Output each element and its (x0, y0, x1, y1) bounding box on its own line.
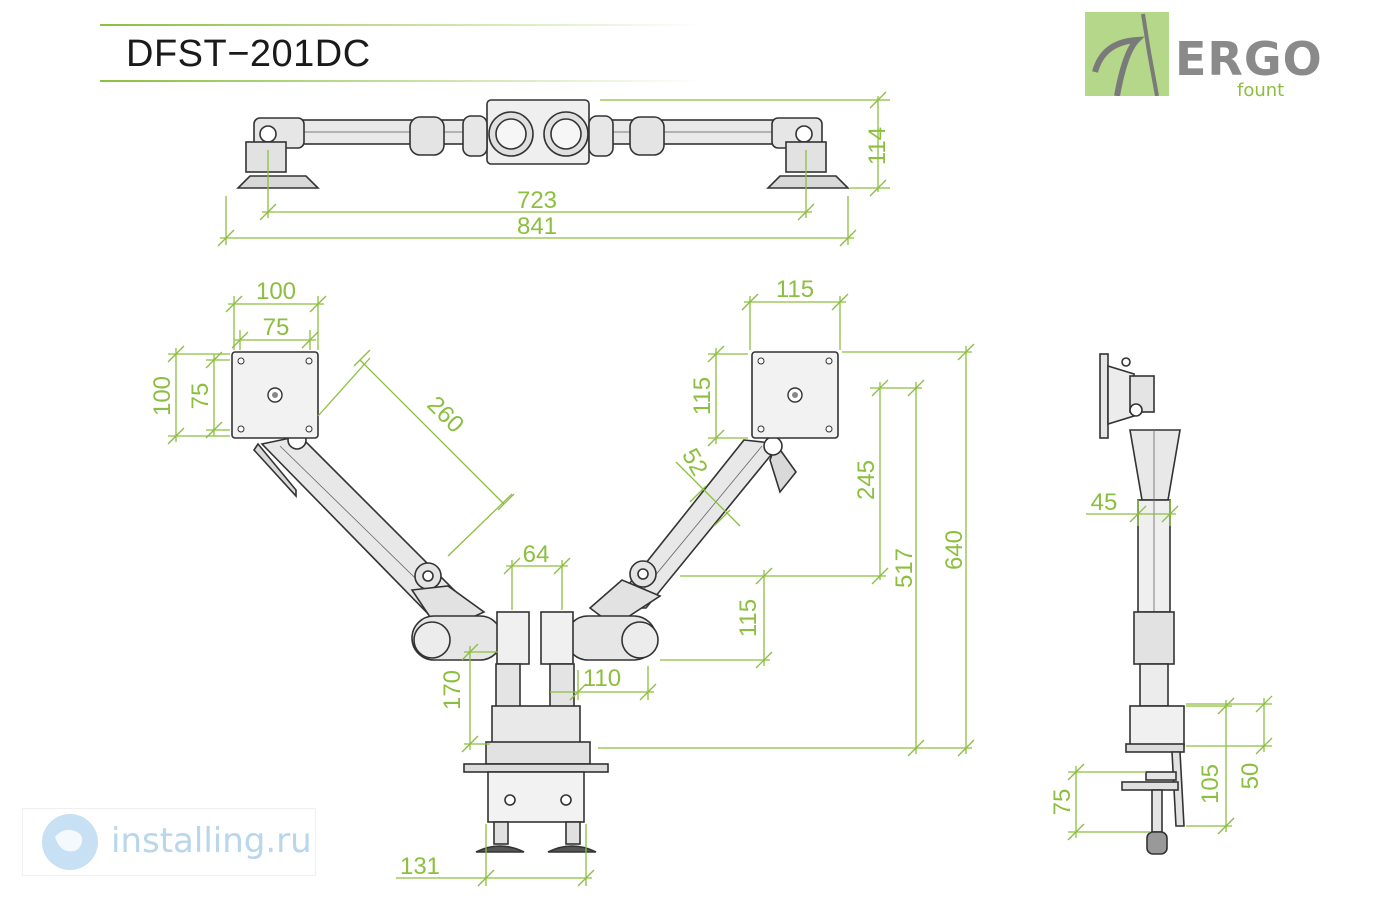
watermark-globe-icon (42, 814, 98, 870)
brand-logo: ERGO fount (1085, 10, 1322, 110)
dim-label-64: 64 (523, 541, 550, 568)
dim-label-517: 517 (891, 548, 918, 588)
dim-label-75-top: 75 (263, 314, 290, 341)
dim-label-75-clamp: 75 (1049, 789, 1076, 816)
dim-label-170: 170 (439, 670, 466, 710)
top-view: 114 723 841 (217, 91, 891, 247)
dim-label-45: 45 (1091, 489, 1118, 516)
dim-label-260: 260 (422, 391, 469, 438)
side-view: 45 75 105 50 (1049, 353, 1273, 855)
dim-label-52: 52 (676, 444, 713, 481)
dim-label-50: 50 (1237, 763, 1264, 790)
side-dimension-lines (1067, 500, 1273, 841)
right-vesa-plate (751, 351, 839, 439)
side-dimension-labels: 45 75 105 50 (1049, 489, 1264, 815)
dim-label-100-side: 100 (149, 376, 176, 416)
dim-label-114: 114 (864, 127, 891, 165)
dim-label-640: 640 (941, 530, 968, 570)
logo-subtext: fount (1237, 80, 1285, 101)
dim-span-723 (259, 150, 815, 221)
dim-label-841: 841 (517, 213, 557, 240)
left-vesa-plate (231, 351, 319, 439)
dim-label-115-side: 115 (689, 377, 716, 415)
ergo-emblem-icon (1085, 12, 1169, 96)
dim-label-105: 105 (1197, 764, 1224, 804)
front-view-assembly (252, 430, 798, 853)
dim-span-841 (217, 196, 857, 247)
title-rule-top (100, 24, 705, 26)
dim-label-115-top: 115 (776, 276, 814, 303)
watermark-text: installing.ru (111, 821, 312, 861)
watermark: installing.ru (22, 808, 316, 876)
dim-label-245: 245 (853, 460, 880, 500)
top-view-arm-assembly (236, 99, 850, 189)
front-view: 100 75 100 75 260 115 115 52 64 245 115 … (149, 276, 975, 887)
dim-label-100-top: 100 (256, 278, 296, 305)
dim-label-75-side: 75 (187, 383, 214, 410)
logo-wordmark: ERGO (1175, 32, 1323, 86)
dim-label-723: 723 (517, 187, 557, 214)
dim-label-110: 110 (583, 665, 621, 692)
front-dimension-lines (167, 293, 975, 887)
dim-label-115-lower: 115 (735, 599, 762, 637)
side-view-assembly (1099, 353, 1185, 855)
dim-height-114 (600, 91, 890, 197)
model-title: DFST−201DC (126, 33, 371, 75)
title-rule-bottom (100, 80, 705, 82)
dim-label-131: 131 (400, 853, 440, 880)
